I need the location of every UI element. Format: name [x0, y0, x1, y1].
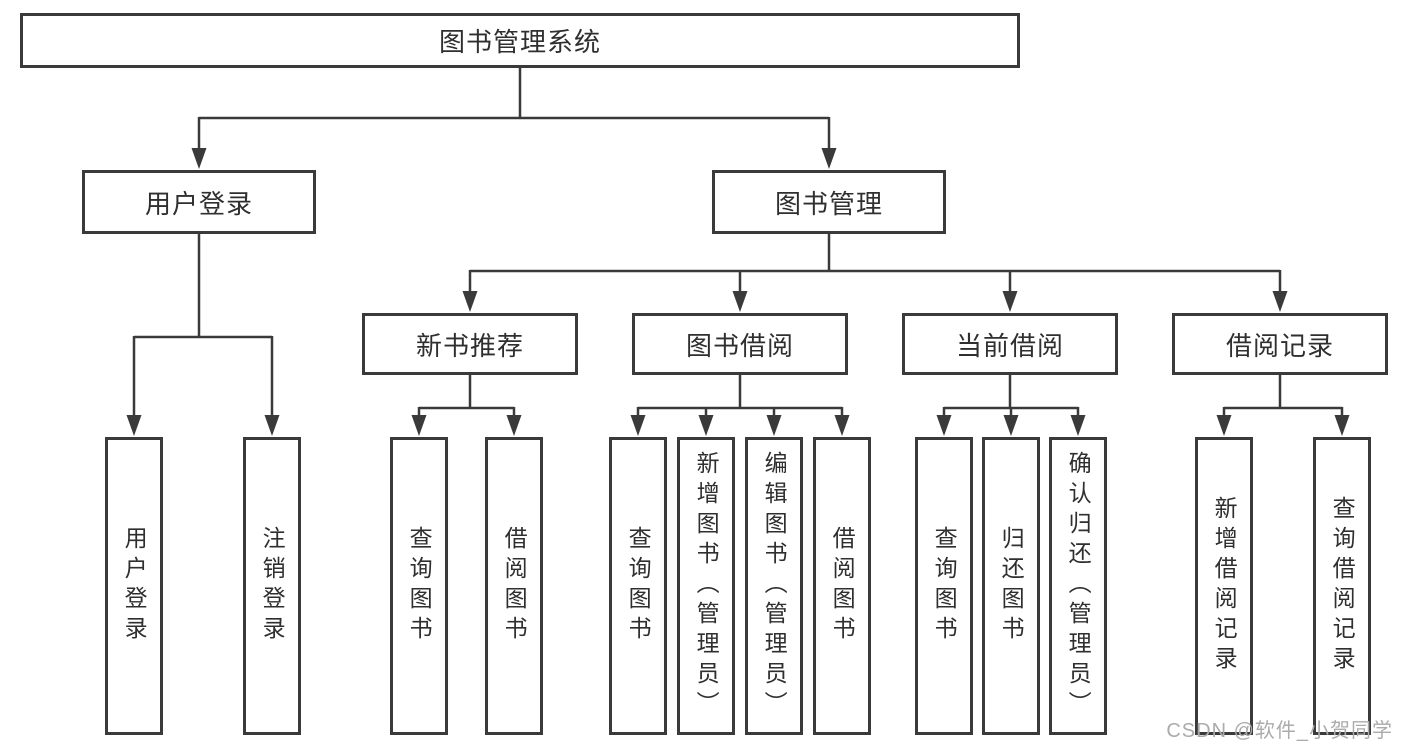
arrowhead	[1216, 415, 1232, 436]
arrowhead	[264, 415, 280, 436]
node-current-borrowing: 当前借阅	[902, 313, 1118, 375]
node-leaf-add-books-admin: 新增图书（管理员）	[677, 437, 735, 735]
arrowhead	[1272, 291, 1288, 312]
node-leaf-query-borrow-record: 查询借阅记录	[1313, 437, 1371, 735]
arrowhead	[1070, 415, 1086, 436]
node-leaf-borrow-books: 借阅图书	[813, 437, 871, 735]
node-label: 借阅图书	[829, 526, 856, 646]
node-label: 查询图书	[406, 526, 433, 646]
node-label: 新书推荐	[415, 330, 524, 361]
node-user-login: 用户登录	[82, 170, 316, 234]
arrowhead	[506, 415, 522, 436]
node-borrowing-records: 借阅记录	[1172, 313, 1388, 375]
node-leaf-borrow-books-recommend: 借阅图书	[485, 437, 543, 735]
node-label: 借阅记录	[1225, 330, 1334, 361]
csdn-watermark: CSDN @软件_小贺同学	[1166, 720, 1393, 742]
arrowhead	[834, 415, 850, 436]
node-label: 用户登录	[121, 526, 148, 646]
node-label: 新增图书（管理员）	[693, 451, 720, 721]
arrowhead	[1002, 291, 1018, 312]
node-label: 图书管理	[774, 188, 883, 219]
level3-to-leaves-connectors	[411, 374, 1350, 436]
node-leaf-return-books: 归还图书	[982, 437, 1040, 735]
user-login-children-connectors	[126, 233, 280, 436]
node-leaf-add-borrow-record: 新增借阅记录	[1195, 437, 1253, 735]
node-leaf-edit-books-admin: 编辑图书（管理员）	[745, 437, 803, 735]
arrowhead	[191, 148, 207, 169]
arrowhead	[630, 415, 646, 436]
node-new-book-recommendation: 新书推荐	[362, 313, 578, 375]
arrowhead	[126, 415, 142, 436]
node-label: 当前借阅	[955, 330, 1064, 361]
arrowhead	[1003, 415, 1019, 436]
arrowhead	[766, 415, 782, 436]
node-root-library-system: 图书管理系统	[20, 13, 1020, 68]
node-label: 图书管理系统	[438, 27, 601, 57]
node-label: 借阅图书	[501, 526, 528, 646]
node-leaf-logout: 注销登录	[243, 437, 301, 735]
arrowhead	[732, 291, 748, 312]
node-book-management: 图书管理	[712, 170, 946, 234]
node-label: 归还图书	[998, 526, 1025, 646]
node-leaf-query-books-current: 查询图书	[915, 437, 973, 735]
node-label: 查询借阅记录	[1329, 496, 1356, 676]
node-label: 用户登录	[144, 188, 253, 219]
arrowhead	[936, 415, 952, 436]
node-label: 编辑图书（管理员）	[761, 451, 788, 721]
node-leaf-query-books-recommend: 查询图书	[390, 437, 448, 735]
book-mgmt-to-level3-connectors	[462, 233, 1288, 312]
node-label: 注销登录	[259, 526, 286, 646]
node-label: 确认归还（管理员）	[1065, 451, 1092, 721]
node-label: 查询图书	[931, 526, 958, 646]
arrowhead	[821, 148, 837, 169]
root-to-level2-connectors	[191, 68, 837, 169]
node-label: 查询图书	[625, 526, 652, 646]
node-leaf-confirm-return-admin: 确认归还（管理员）	[1049, 437, 1107, 735]
node-book-borrowing: 图书借阅	[632, 313, 848, 375]
node-label: 图书借阅	[685, 330, 794, 361]
arrowhead	[411, 415, 427, 436]
node-leaf-query-books-borrow: 查询图书	[609, 437, 667, 735]
arrowhead	[698, 415, 714, 436]
arrowhead	[1334, 415, 1350, 436]
node-label: 新增借阅记录	[1211, 496, 1238, 676]
arrowhead	[462, 291, 478, 312]
node-leaf-user-login: 用户登录	[105, 437, 163, 735]
